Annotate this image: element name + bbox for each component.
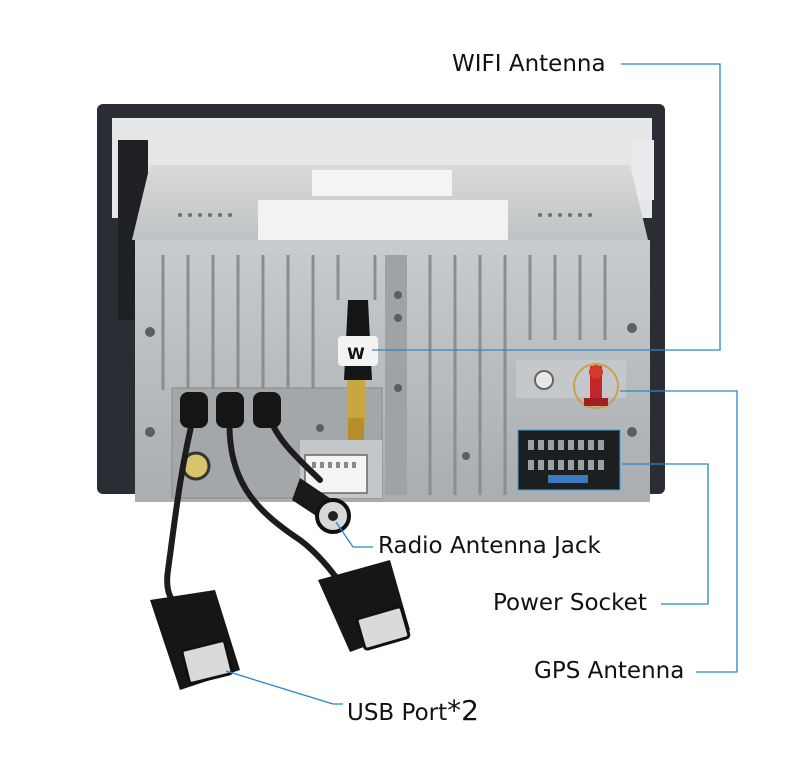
callout-gps-antenna: GPS Antenna [534,658,685,684]
usb-port-right [318,560,411,652]
callout-usb-port: USB Port*2 [347,697,479,725]
leader-lines [225,63,738,705]
callout-power-socket: Power Socket [493,590,647,616]
leader-radio [335,521,373,548]
callout-radio-antenna-jack: Radio Antenna Jack [378,533,601,559]
cable-plugs [180,392,281,428]
top-case [132,165,648,242]
power-socket-connector [517,429,621,491]
svg-text:W: W [347,344,365,363]
leader-power [622,463,709,605]
leader-gps [620,390,738,673]
leader-usb [225,670,343,705]
gps-antenna-connector [573,363,619,409]
wifi-antenna: W [338,300,378,440]
usb-port-left [150,590,240,690]
radio-antenna-jack [292,478,351,534]
usb-port-multiplier: *2 [447,694,479,727]
usb-port-text: USB Port [347,700,448,726]
leader-wifi [372,63,721,351]
callout-wifi-antenna: WIFI Antenna [452,51,606,77]
